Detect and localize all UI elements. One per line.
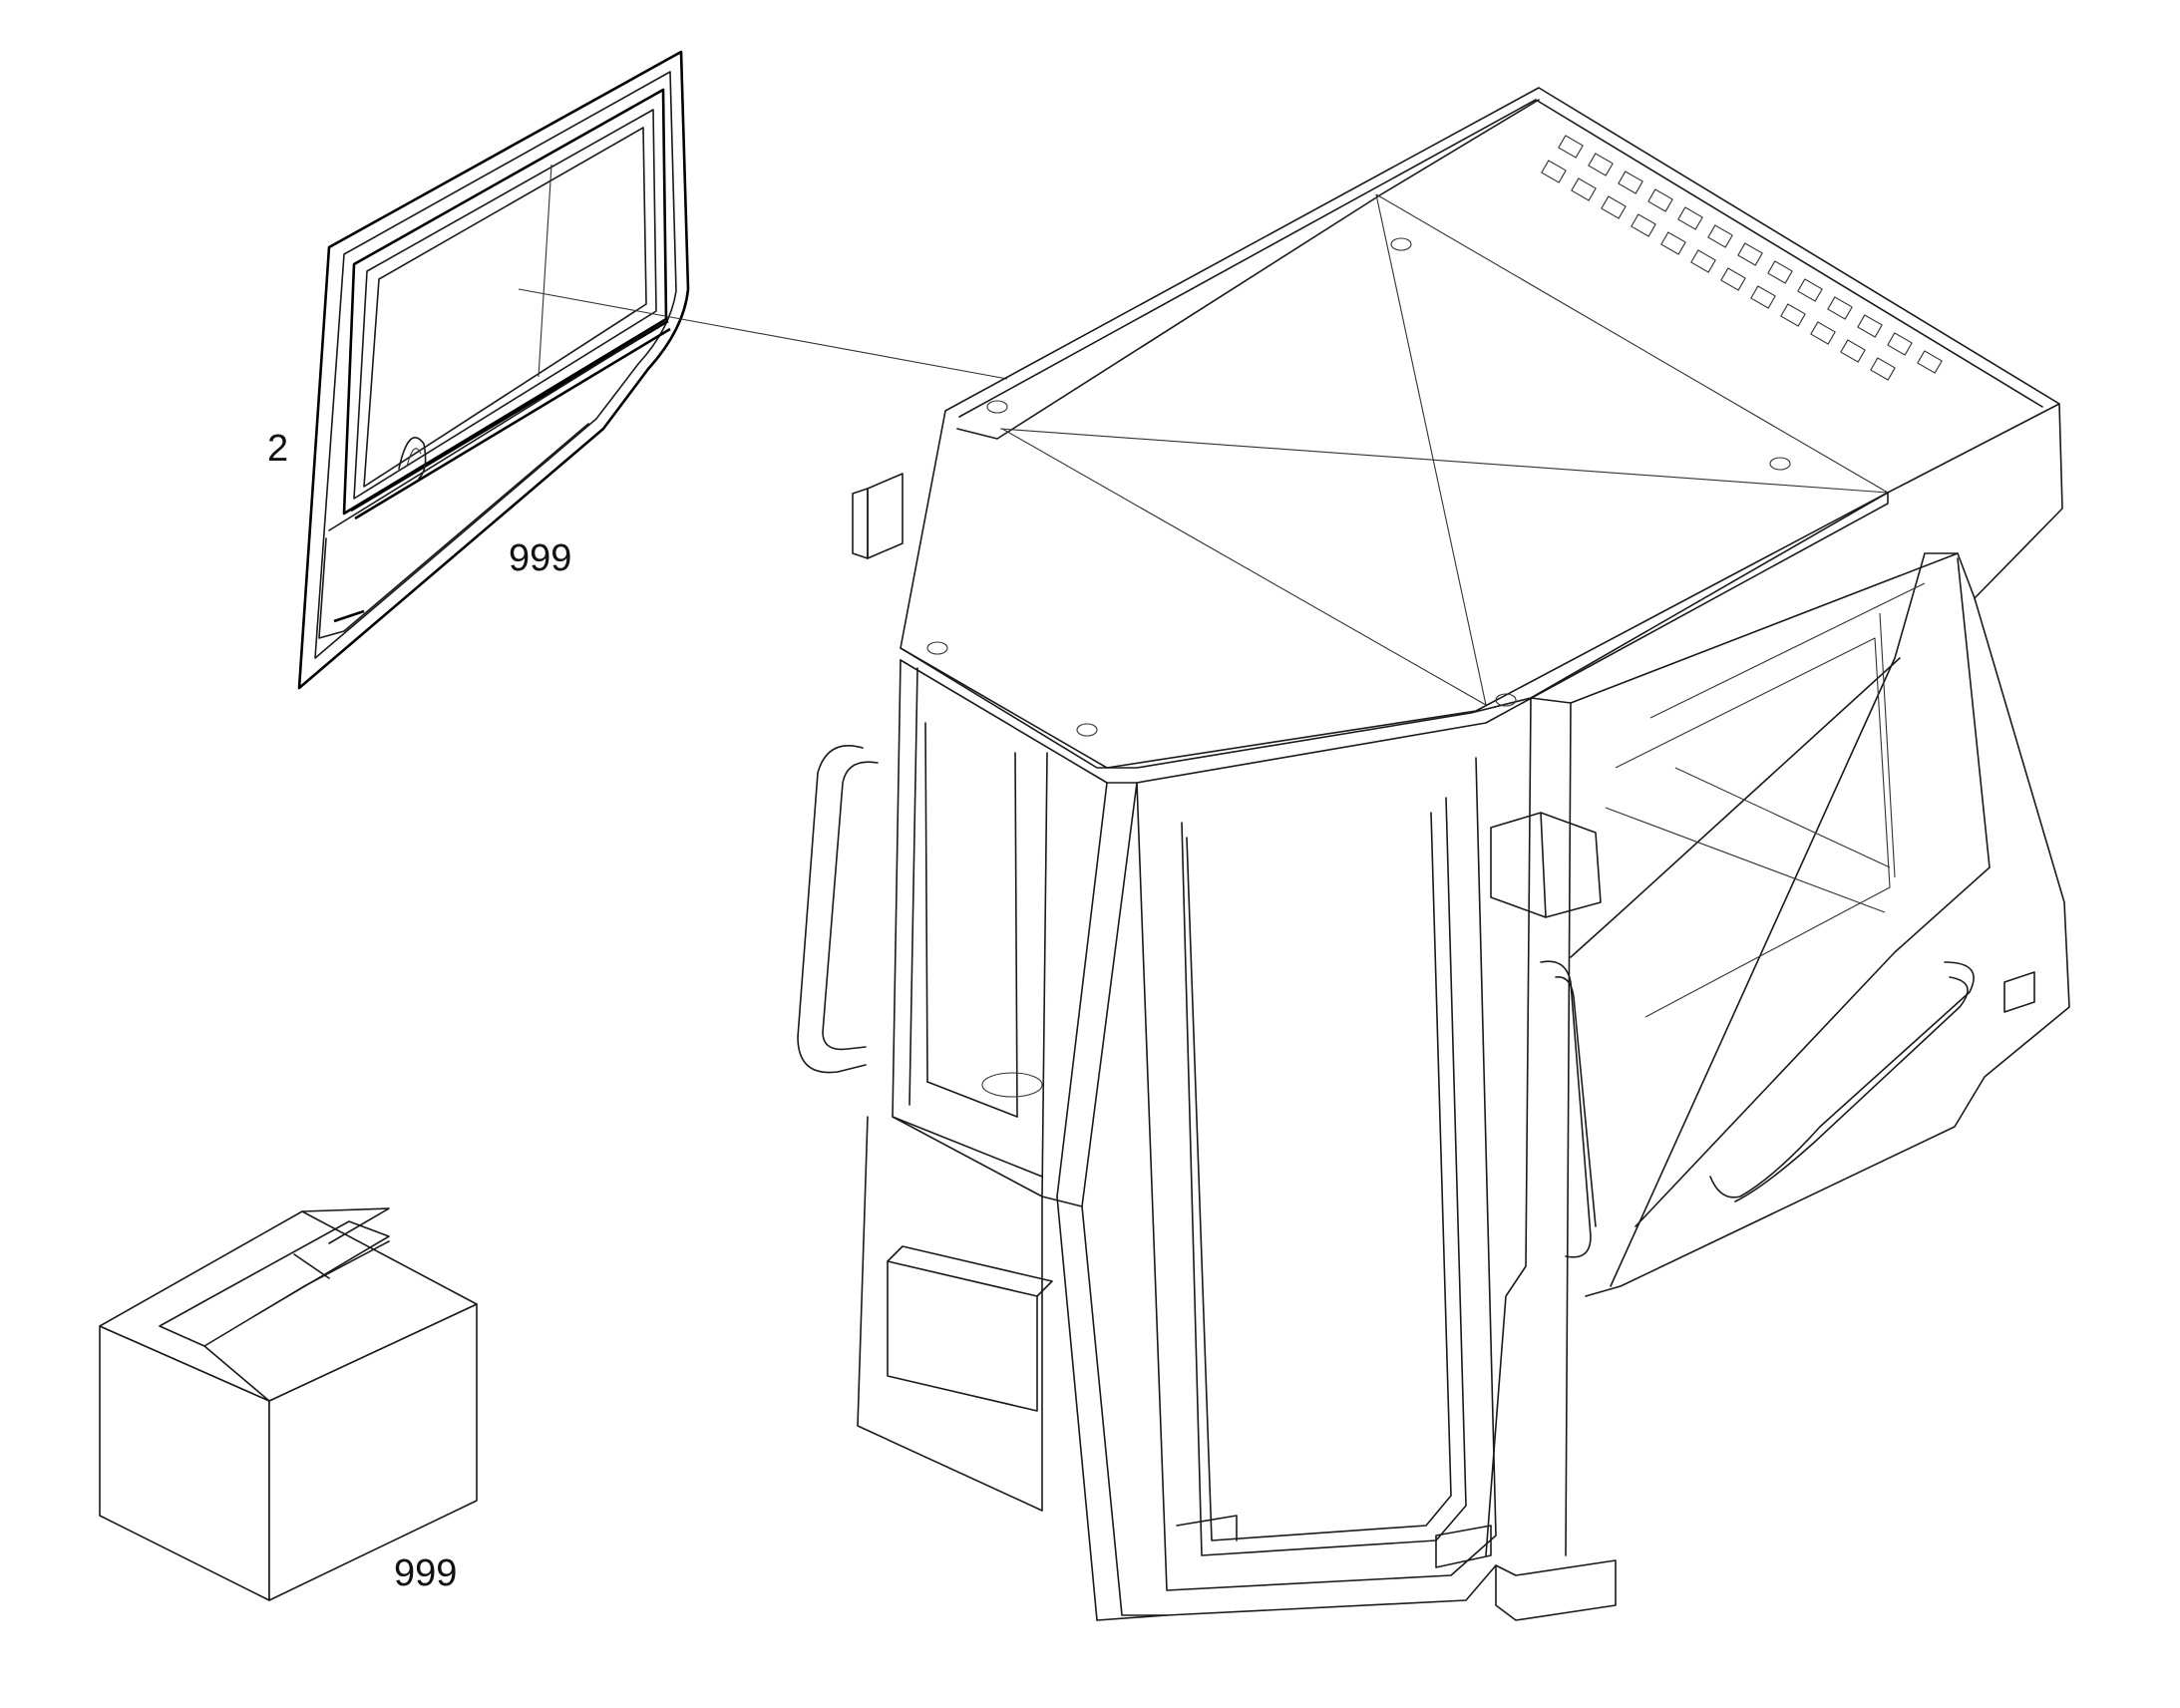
roof-vent-grid: [1541, 135, 1943, 381]
callout-window-number: 2: [267, 428, 288, 470]
operator-cab: [797, 87, 2070, 1621]
callout-kit-qty: 999: [394, 1552, 457, 1594]
kit-box-icon: [99, 1207, 478, 1601]
leader-line: [518, 288, 1008, 380]
callout-window-qty: 999: [509, 537, 571, 579]
side-window-panel[interactable]: [297, 50, 1008, 690]
